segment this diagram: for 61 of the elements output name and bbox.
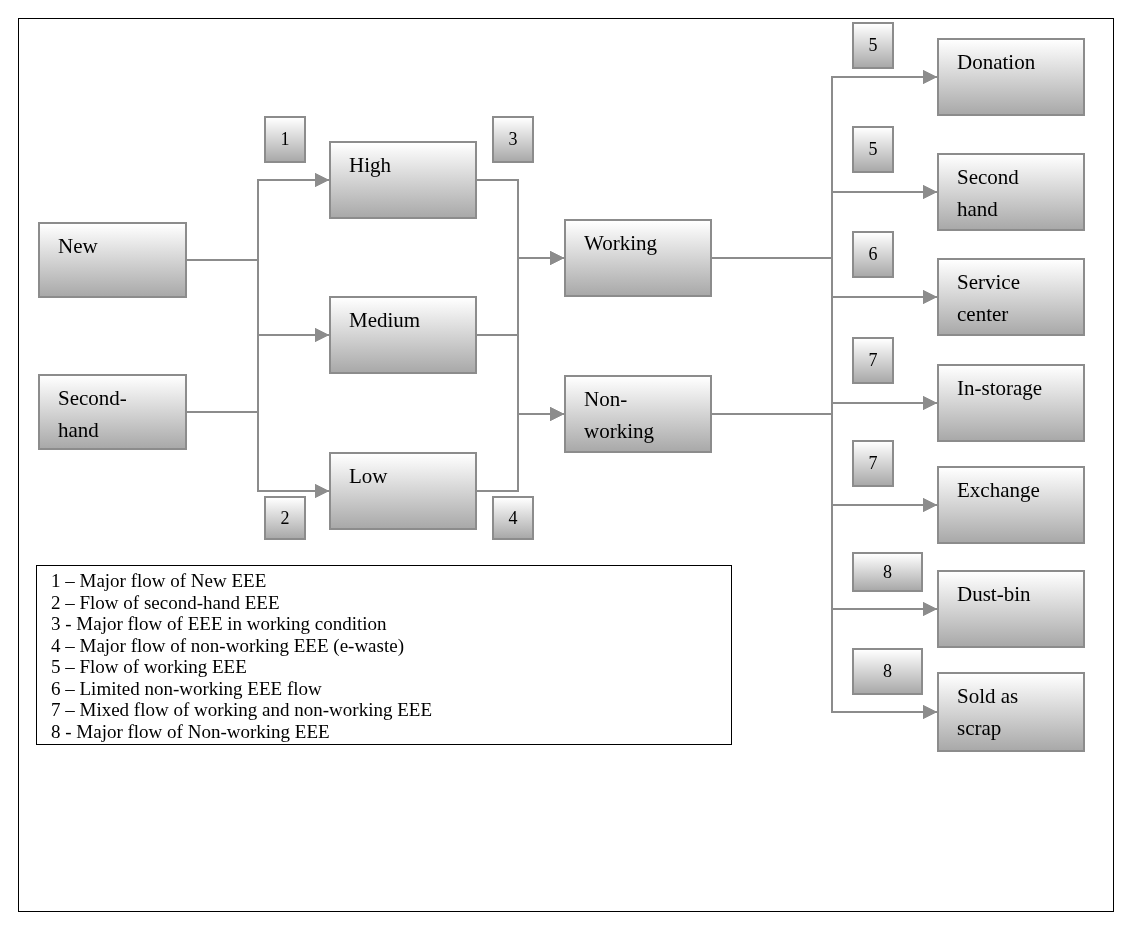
box-label: Medium xyxy=(349,307,421,334)
flow-number xyxy=(852,648,923,695)
number-label: 8 xyxy=(883,561,892,583)
process-box xyxy=(329,141,477,219)
flow-number xyxy=(852,231,894,278)
process-box xyxy=(937,153,1085,231)
box-label: Sold as scrap xyxy=(957,683,1020,742)
process-box xyxy=(38,374,187,450)
box-label: Working xyxy=(584,230,657,257)
process-box xyxy=(937,258,1085,336)
process-box xyxy=(38,222,187,298)
process-box xyxy=(564,219,712,297)
flow-number xyxy=(492,116,534,163)
number-label: 2 xyxy=(280,507,290,529)
process-box xyxy=(937,570,1085,648)
box-label: Second-hand xyxy=(58,385,128,444)
box-label: Second hand xyxy=(957,164,1020,223)
key-entry: 2 – Flow of second-hand EEE xyxy=(51,591,280,613)
key-entry: 6 – Limited non-working EEE flow xyxy=(51,677,322,699)
key-entry: 1 – Major flow of New EEE xyxy=(51,570,267,592)
key-entry: 7 – Mixed flow of working and non-working EEE xyxy=(51,699,432,721)
key-entry: 4 – Major flow of non-working EEE (e-waste) xyxy=(51,634,404,656)
flow-number xyxy=(852,126,894,173)
number-label: 5 xyxy=(868,139,878,160)
flow-number xyxy=(852,22,894,69)
process-box xyxy=(937,466,1085,544)
number-label: 4 xyxy=(508,507,518,529)
number-label: 6 xyxy=(868,244,878,265)
number-label: 1 xyxy=(280,129,290,150)
process-box xyxy=(329,452,477,530)
flow-arrow xyxy=(186,411,330,498)
number-label: 7 xyxy=(868,453,878,474)
box-label: New xyxy=(58,233,98,260)
flow-number xyxy=(852,337,894,384)
flow-number xyxy=(852,552,923,592)
box-label: Dust-bin xyxy=(957,581,1031,608)
box-label: Exchange xyxy=(957,477,1040,504)
box-label: High xyxy=(349,152,391,179)
box-label: Low xyxy=(349,463,388,490)
number-label: 8 xyxy=(883,661,892,682)
box-label: Donation xyxy=(957,49,1036,76)
box-label: In-storage xyxy=(957,375,1043,402)
flow-arrow xyxy=(476,407,565,492)
key-entry: 3 - Major flow of EEE in working condition xyxy=(51,613,387,635)
flow-number xyxy=(852,440,894,487)
process-box xyxy=(564,375,712,453)
number-label: 5 xyxy=(868,35,878,56)
flow-number xyxy=(264,116,306,163)
box-label: Non-working xyxy=(584,386,655,445)
process-box xyxy=(937,672,1085,752)
number-label: 7 xyxy=(868,350,878,371)
process-box xyxy=(937,38,1085,116)
process-box xyxy=(329,296,477,374)
number-label: 3 xyxy=(508,129,518,150)
flow-number xyxy=(492,496,534,540)
process-box xyxy=(937,364,1085,442)
key-entry: 5 – Flow of working EEE xyxy=(51,656,247,678)
key-entry: 8 - Major flow of Non-working EEE xyxy=(51,720,330,742)
box-label: Service center xyxy=(957,269,1021,328)
key-panel xyxy=(36,565,732,745)
flow-number xyxy=(264,496,306,540)
